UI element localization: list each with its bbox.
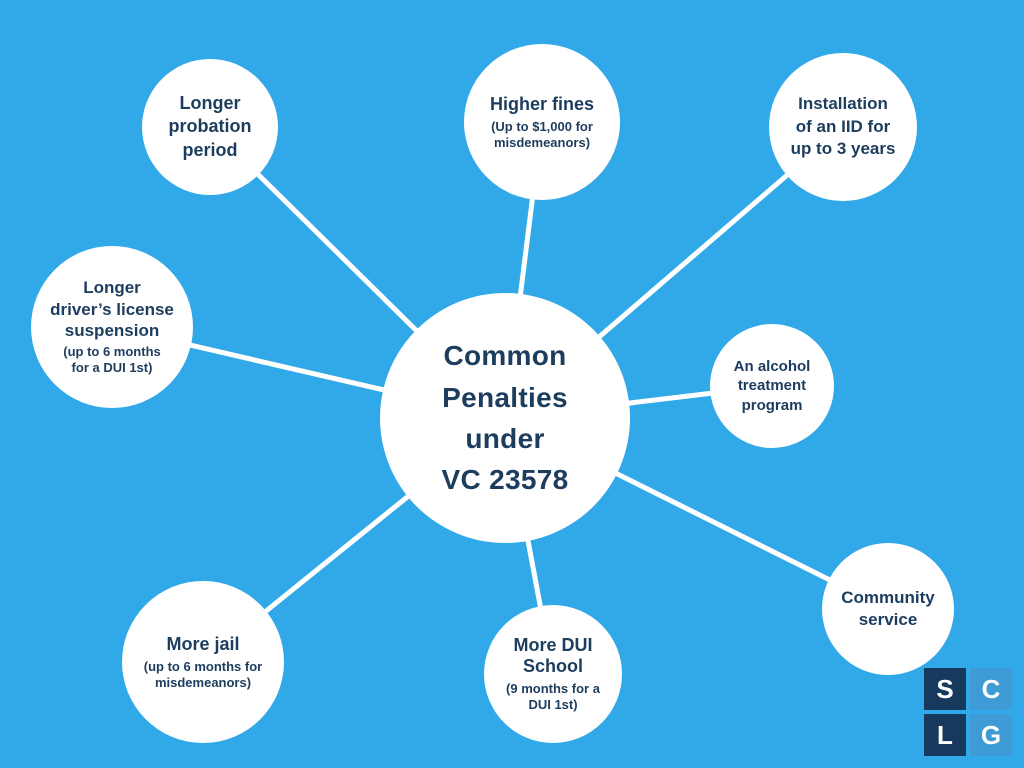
node-label: More DUI School (513, 634, 593, 677)
node-label: Higher fines (489, 94, 595, 114)
node-label: An alcohol treatment program (733, 357, 811, 414)
logo-tile-l: L (924, 714, 966, 756)
node-label: Community service (841, 587, 935, 629)
logo-tile-s: S (924, 668, 966, 710)
node-note: (up to 6 months for a DUI 1st) (63, 344, 161, 376)
node-label: More jail (166, 634, 240, 654)
node-note: (9 months for a DUI 1st) (506, 680, 600, 713)
logo-tile-c: C (970, 668, 1012, 710)
node-label: Longer probation period (168, 92, 252, 160)
node-label: Longer driver’s license suspension (50, 278, 174, 340)
node-higher-fines: Higher fines (Up to $1,000 for misdemean… (464, 44, 620, 200)
node-more-jail: More jail (up to 6 months for misdemeano… (122, 581, 284, 743)
center-title: Common Penalties under VC 23578 (441, 340, 569, 496)
node-license-suspension: Longer driver’s license suspension (up t… (31, 246, 193, 408)
sclg-logo: S C L G (924, 668, 1012, 756)
node-label: Installation of an IID for up to 3 years (790, 93, 896, 159)
node-iid-installation: Installation of an IID for up to 3 years (769, 53, 917, 201)
node-longer-probation-period: Longer probation period (142, 59, 278, 195)
node-note: (up to 6 months for misdemeanors) (143, 658, 263, 690)
node-community-service: Community service (822, 543, 954, 675)
node-note: (Up to $1,000 for misdemeanors) (491, 118, 593, 150)
node-more-dui-school: More DUI School (9 months for a DUI 1st) (484, 605, 622, 743)
logo-tile-g: G (970, 714, 1012, 756)
center-node-common-penalties: Common Penalties under VC 23578 (380, 293, 630, 543)
node-alcohol-treatment-program: An alcohol treatment program (710, 324, 834, 448)
